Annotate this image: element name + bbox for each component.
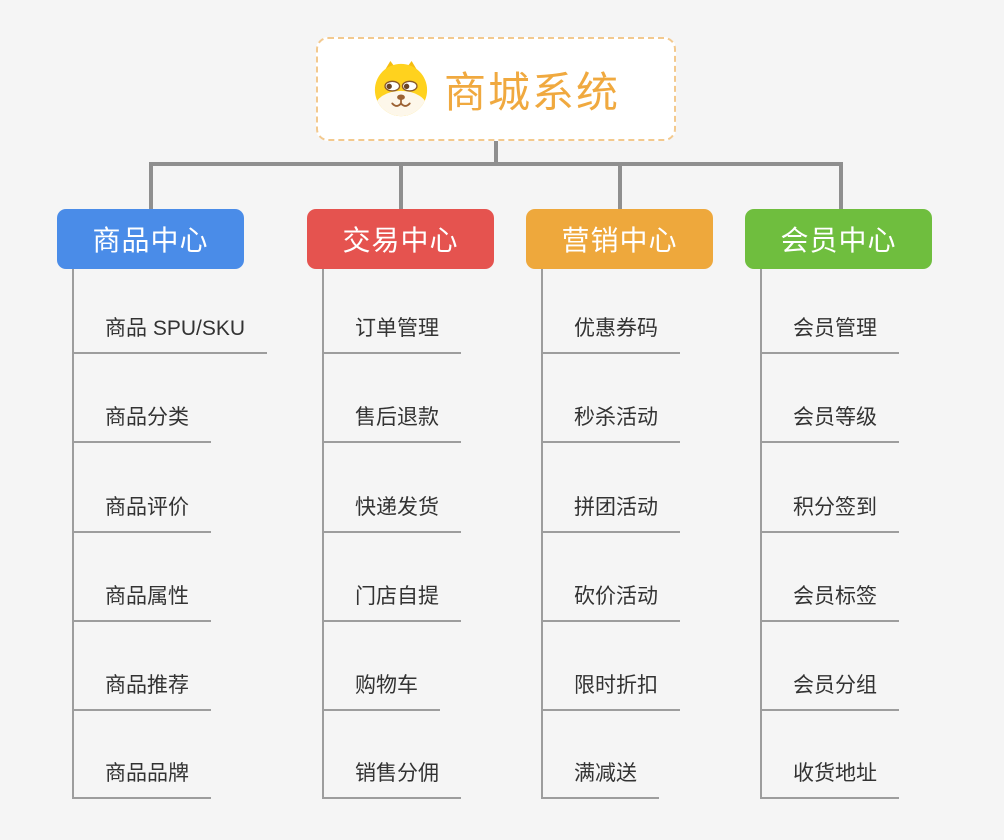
topic-item[interactable]: 秒杀活动 (541, 403, 680, 443)
topic-item[interactable]: 商品属性 (72, 582, 211, 622)
topic-item[interactable]: 满减送 (541, 759, 659, 799)
topic-item[interactable]: 会员管理 (760, 314, 899, 354)
topic-item[interactable]: 商品评价 (72, 493, 211, 533)
branch-trunk-2 (322, 269, 324, 799)
topic-item[interactable]: 优惠券码 (541, 314, 680, 354)
topic-item[interactable]: 收货地址 (760, 759, 899, 799)
topic-item[interactable]: 拼团活动 (541, 493, 680, 533)
connector-drop-2 (399, 162, 403, 210)
topic-item[interactable]: 会员标签 (760, 582, 899, 622)
branch-trunk-1 (72, 269, 74, 799)
topic-item[interactable]: 商品品牌 (72, 759, 211, 799)
topic-item[interactable]: 订单管理 (322, 314, 461, 354)
topic-item[interactable]: 限时折扣 (541, 671, 680, 711)
connector-bus (149, 162, 843, 166)
topic-item[interactable]: 门店自提 (322, 582, 461, 622)
connector-drop-1 (149, 162, 153, 210)
topic-item[interactable]: 积分签到 (760, 493, 899, 533)
topic-item[interactable]: 购物车 (322, 671, 440, 711)
branch-trunk-3 (541, 269, 543, 799)
topic-item[interactable]: 商品推荐 (72, 671, 211, 711)
topic-item[interactable]: 砍价活动 (541, 582, 680, 622)
branch-trade-center[interactable]: 交易中心 (307, 209, 494, 269)
connector-root-stub (494, 141, 498, 163)
root-title: 商城系统 (443, 68, 620, 116)
branch-marketing-center[interactable]: 营销中心 (526, 209, 713, 269)
root-node[interactable]: 商城系统 (316, 37, 676, 141)
dog-face-icon (374, 60, 428, 117)
branch-product-center[interactable]: 商品中心 (57, 209, 244, 269)
topic-item[interactable]: 商品分类 (72, 403, 211, 443)
topic-item[interactable]: 会员分组 (760, 671, 899, 711)
connector-drop-3 (618, 162, 622, 210)
branch-member-center[interactable]: 会员中心 (745, 209, 932, 269)
topic-item[interactable]: 会员等级 (760, 403, 899, 443)
topic-item[interactable]: 商品 SPU/SKU (72, 314, 268, 354)
topic-item[interactable]: 快递发货 (322, 493, 461, 533)
topic-item[interactable]: 售后退款 (322, 403, 461, 443)
connector-drop-4 (839, 162, 843, 210)
branch-trunk-4 (760, 269, 762, 799)
topic-item[interactable]: 销售分佣 (322, 759, 461, 799)
